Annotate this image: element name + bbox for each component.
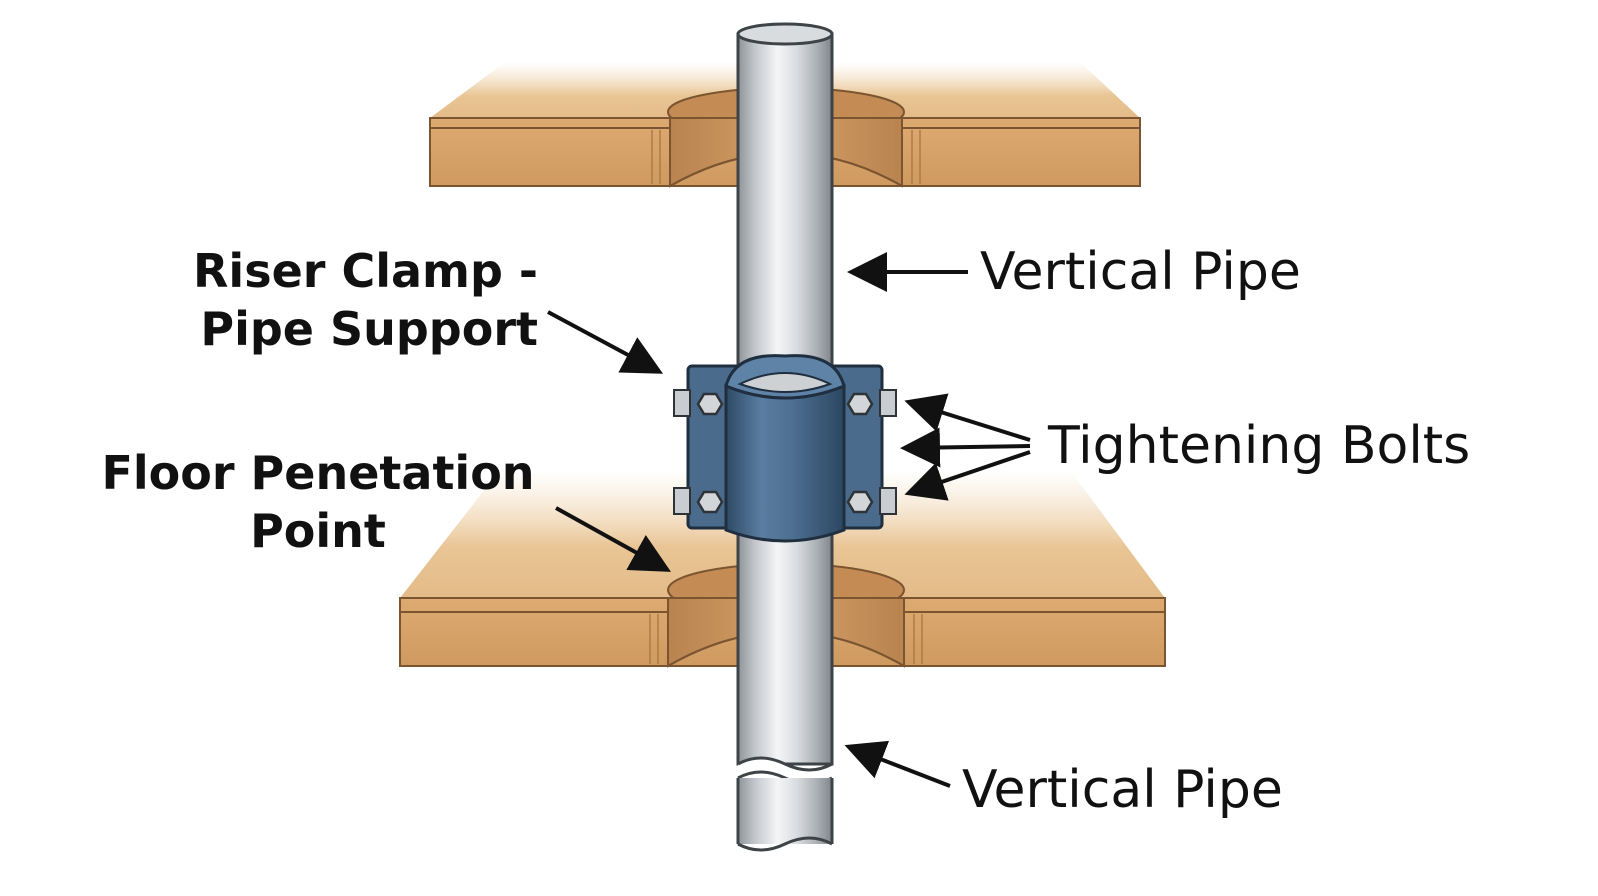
- arrow-tightening-bolt-2: [900, 427, 1031, 468]
- arrow-floor-penetration: [555, 506, 671, 572]
- hex-bolt-icon: [673, 487, 724, 515]
- pointer-arrows: [547, 252, 1031, 788]
- label-tightening-bolts: Tightening Bolts: [1048, 416, 1471, 476]
- arrow-tightening-bolt-3: [904, 450, 1031, 501]
- label-riser-clamp-line1: Riser Clamp -: [193, 244, 538, 298]
- label-floor-penetration-line1: Floor Penetation: [101, 446, 535, 500]
- hex-bolt-icon: [846, 487, 897, 515]
- arrow-riser-clamp: [547, 310, 664, 374]
- label-floor-penetration: Floor Penetation Point: [80, 444, 556, 560]
- label-vertical-pipe-bottom: Vertical Pipe: [962, 760, 1283, 820]
- hex-bolt-icon: [673, 389, 724, 417]
- hex-bolt-icon: [846, 389, 897, 417]
- label-riser-clamp-line2: Pipe Support: [200, 302, 538, 356]
- arrow-vertical-pipe-bottom: [844, 740, 951, 788]
- label-vertical-pipe-top: Vertical Pipe: [980, 242, 1301, 302]
- label-riser-clamp: Riser Clamp - Pipe Support: [150, 242, 538, 358]
- arrow-tightening-bolt-1: [904, 393, 1031, 442]
- riser-clamp: [686, 354, 884, 543]
- label-floor-penetration-line2: Point: [250, 504, 386, 558]
